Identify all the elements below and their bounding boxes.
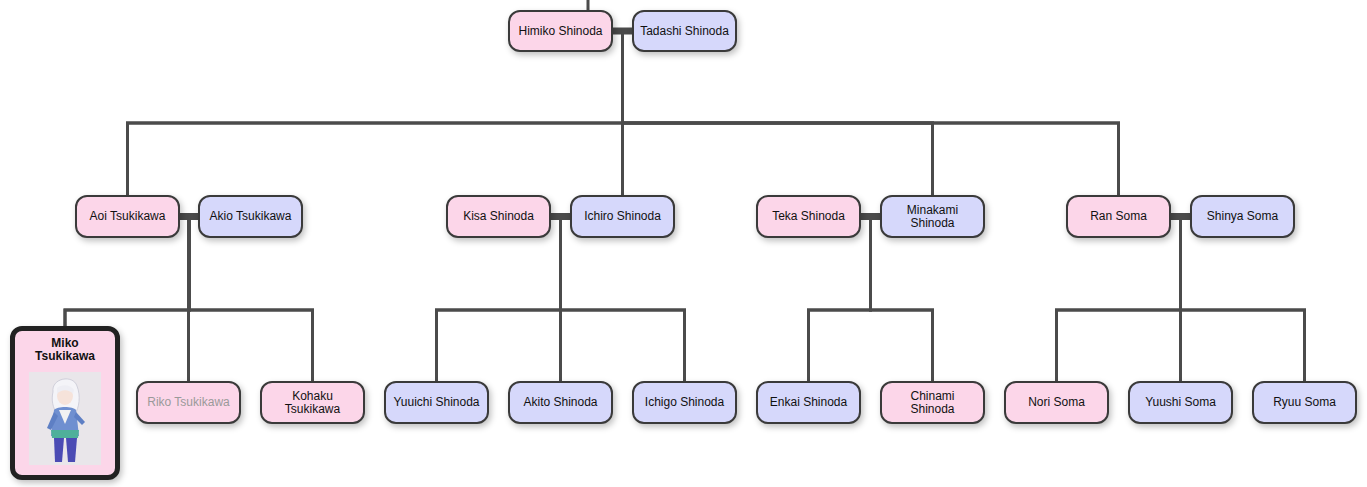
descent-line bbox=[1057, 217, 1181, 382]
person-name: Akito Shinoda bbox=[523, 396, 597, 409]
person-box: Miko Tsukikawa bbox=[10, 326, 120, 480]
descent-line bbox=[861, 217, 933, 382]
descent-line bbox=[128, 31, 633, 195]
descent-line bbox=[437, 217, 571, 382]
person-name: Riko Tsukikawa bbox=[147, 396, 229, 409]
person-box: Ichigo Shinoda bbox=[632, 381, 737, 424]
person-name: Ichigo Shinoda bbox=[645, 396, 724, 409]
person-name: Ryuu Soma bbox=[1273, 396, 1336, 409]
person-name: Enkai Shinoda bbox=[770, 396, 847, 409]
descent-line bbox=[871, 217, 933, 382]
person-name: Tadashi Shinoda bbox=[640, 25, 729, 38]
person-name: Ran Soma bbox=[1090, 210, 1147, 223]
person-name: Himiko Shinoda bbox=[518, 25, 602, 38]
person-box: Yuushi Soma bbox=[1128, 381, 1233, 424]
descent-line bbox=[1171, 217, 1305, 382]
person-box: Kohaku Tsukikawa bbox=[260, 381, 365, 424]
person-box: Aoi Tsukikawa bbox=[75, 195, 180, 238]
person-box: Nori Soma bbox=[1004, 381, 1109, 424]
person-name: Kohaku Tsukikawa bbox=[268, 390, 357, 415]
person-box: Akio Tsukikawa bbox=[198, 195, 303, 238]
person-name: Chinami Shinoda bbox=[888, 390, 977, 415]
person-box: Himiko Shinoda bbox=[508, 10, 613, 52]
descent-line bbox=[551, 217, 685, 382]
person-name: Yuuichi Shinoda bbox=[393, 396, 479, 409]
person-name: Akio Tsukikawa bbox=[210, 210, 292, 223]
person-name: Aoi Tsukikawa bbox=[90, 210, 166, 223]
person-name: Ichiro Shinoda bbox=[584, 210, 661, 223]
descent-line bbox=[189, 217, 313, 382]
person-name: Minakami Shinoda bbox=[888, 204, 977, 229]
person-box: Chinami Shinoda bbox=[880, 381, 985, 424]
descent-line bbox=[613, 31, 933, 195]
person-name: Teka Shinoda bbox=[772, 210, 845, 223]
descent-line bbox=[1057, 217, 1191, 382]
person-box: Shinya Soma bbox=[1190, 195, 1295, 238]
person-box: Yuuichi Shinoda bbox=[384, 381, 489, 424]
portrait-illustration bbox=[29, 372, 101, 465]
descent-line bbox=[128, 31, 623, 195]
person-box: Minakami Shinoda bbox=[880, 195, 985, 238]
descent-line bbox=[809, 217, 871, 382]
person-box: Ryuu Soma bbox=[1252, 381, 1357, 424]
person-name: Kisa Shinoda bbox=[463, 210, 534, 223]
person-box: Akito Shinoda bbox=[508, 381, 613, 424]
person-box: Tadashi Shinoda bbox=[632, 10, 737, 52]
descent-line bbox=[623, 31, 933, 195]
descent-line bbox=[180, 217, 313, 382]
descent-line bbox=[623, 31, 1119, 195]
person-name: Yuushi Soma bbox=[1145, 396, 1216, 409]
descent-line bbox=[437, 217, 561, 382]
person-box: Ran Soma bbox=[1066, 195, 1171, 238]
descent-line bbox=[613, 31, 1119, 195]
person-box: Teka Shinoda bbox=[756, 195, 861, 238]
person-box: Enkai Shinoda bbox=[756, 381, 861, 424]
person-box: Ichiro Shinoda bbox=[570, 195, 675, 238]
person-name: Nori Soma bbox=[1028, 396, 1085, 409]
person-box: Riko Tsukikawa bbox=[136, 381, 241, 424]
person-name: Miko Tsukikawa bbox=[29, 337, 101, 362]
person-box: Kisa Shinoda bbox=[446, 195, 551, 238]
descent-line bbox=[561, 217, 685, 382]
person-name: Shinya Soma bbox=[1207, 210, 1278, 223]
descent-line bbox=[1181, 217, 1305, 382]
